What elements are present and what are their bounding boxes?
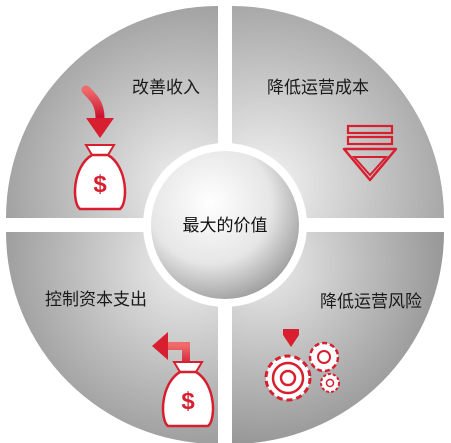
money-bag-icon: $ xyxy=(73,144,127,211)
center-label: 最大的价值 xyxy=(183,216,268,236)
arrow-down-icon xyxy=(283,329,299,347)
quadrant-label-top-left: 改善收入 xyxy=(132,78,200,98)
quadrant-label-bottom-right: 降低运营风险 xyxy=(320,292,422,312)
svg-text:$: $ xyxy=(181,388,195,415)
center-circle xyxy=(151,151,299,299)
down-chevron-icon xyxy=(342,124,398,182)
quadrant-top-right xyxy=(232,6,444,218)
arrow-up-icon xyxy=(152,332,190,372)
quadrant-top-left xyxy=(6,6,218,218)
gears-icon xyxy=(264,341,340,402)
arrow-down-icon xyxy=(81,85,114,138)
svg-text:$: $ xyxy=(93,171,107,198)
quadrant-label-top-right: 降低运营成本 xyxy=(267,78,369,98)
money-bag-icon: $ xyxy=(161,361,215,428)
quadrant-label-bottom-left: 控制资本支出 xyxy=(45,290,147,310)
